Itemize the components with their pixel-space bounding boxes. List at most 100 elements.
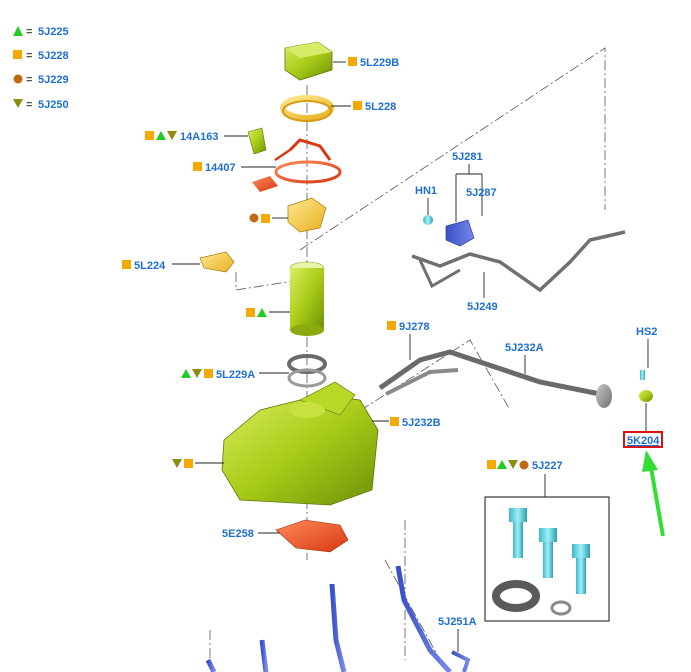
- callout-label: 5J281: [452, 151, 483, 163]
- callout-label: 5J251A: [438, 616, 477, 628]
- square-icon: [390, 417, 399, 426]
- kit-washer: [550, 600, 572, 616]
- callout-label: 5J227: [532, 460, 563, 472]
- triangle-down-icon: [167, 131, 177, 140]
- legend-item-5J228: = 5J228: [13, 50, 69, 62]
- callout-5J227[interactable]: 5J227: [487, 460, 563, 497]
- callout-5L229A[interactable]: 5L229A: [181, 369, 289, 381]
- callout-label: 9J278: [399, 321, 430, 333]
- callout-label: 5L228: [365, 101, 396, 113]
- square-icon: [13, 50, 22, 59]
- circle-icon: [249, 213, 259, 223]
- square-icon: [261, 214, 270, 223]
- part-fuel-tank: [221, 381, 379, 506]
- legend-eq: =: [26, 50, 32, 62]
- part-clip-HN1: [423, 215, 433, 225]
- callout-5J287[interactable]: 5J287: [466, 187, 497, 199]
- callout-5J281[interactable]: 5J281: [452, 151, 483, 222]
- part-cap-5L229B: [284, 41, 333, 81]
- callout-pump-module[interactable]: [249, 213, 289, 224]
- callout-label: 5L229B: [360, 57, 399, 69]
- callout-14A163[interactable]: 14A163: [145, 131, 248, 143]
- triangle-down-icon: [192, 369, 202, 378]
- part-pump-module-top: [287, 197, 327, 233]
- highlight-box: [623, 431, 663, 448]
- kit-bolt: [539, 528, 557, 578]
- square-icon: [122, 260, 131, 269]
- callout-14407[interactable]: 14407: [193, 162, 276, 174]
- callout-HS2[interactable]: HS2: [636, 326, 657, 368]
- square-icon: [387, 321, 396, 330]
- callout-label: 5L229A: [216, 369, 255, 381]
- circle-icon: [519, 460, 529, 470]
- callout-9J278[interactable]: 9J278: [387, 321, 430, 360]
- callout-label: HS2: [636, 326, 657, 338]
- legend-eq: =: [26, 74, 32, 86]
- kit-bolt: [572, 544, 590, 594]
- square-icon: [246, 308, 255, 317]
- part-hoses: [378, 349, 612, 408]
- part-sensor-5L224: [199, 251, 235, 273]
- callout-5L228[interactable]: 5L228: [331, 101, 396, 113]
- callout-label: 5J249: [467, 301, 498, 313]
- legend-label: 5J229: [38, 74, 69, 86]
- legend-label: 5J228: [38, 50, 69, 62]
- part-pump-canister: [289, 261, 325, 336]
- part-vent-line-5J249: [411, 230, 626, 293]
- callout-label: 5J287: [466, 187, 497, 199]
- callout-5L224[interactable]: 5L224: [122, 260, 200, 272]
- kit-grommet: [492, 580, 540, 612]
- callout-pump-canister[interactable]: [246, 308, 290, 317]
- square-icon: [193, 162, 202, 171]
- callout-label: 14407: [205, 162, 236, 174]
- square-icon: [487, 460, 496, 469]
- part-wiring-harness-14407: [252, 138, 342, 192]
- callout-fuel-tank[interactable]: [172, 459, 224, 468]
- square-icon: [348, 57, 357, 66]
- legend-label: 5J250: [38, 99, 69, 111]
- triangle-up-icon: [156, 131, 166, 140]
- part-grommet-5K204: [639, 390, 653, 402]
- legend-item-5J225: = 5J225: [13, 26, 69, 38]
- triangle-up-icon: [181, 369, 191, 378]
- part-valve-5J281: [445, 219, 475, 247]
- callout-HN1[interactable]: HN1: [415, 185, 437, 215]
- part-clip-HS2: [640, 370, 645, 380]
- legend-eq: =: [26, 99, 32, 111]
- square-icon: [184, 459, 193, 468]
- part-heat-shield-5E258: [275, 519, 349, 553]
- legend-eq: =: [26, 26, 32, 38]
- callout-label: 5J232B: [402, 417, 441, 429]
- legend: = 5J225 = 5J228 = 5J229 = 5J250: [13, 26, 69, 111]
- callout-label: HN1: [415, 185, 437, 197]
- part-straps-5J251A: [205, 565, 471, 672]
- callout-label: 5K204: [627, 435, 660, 447]
- callout-5L229B[interactable]: 5L229B: [333, 57, 399, 69]
- callout-5J232A[interactable]: 5J232A: [505, 342, 544, 374]
- part-connector-14A163: [247, 127, 267, 155]
- callout-label: 5L224: [134, 260, 166, 272]
- triangle-down-icon: [172, 459, 182, 468]
- triangle-up-icon: [497, 460, 507, 469]
- callout-5E258[interactable]: 5E258: [222, 528, 280, 540]
- arrow-icon: [642, 450, 665, 537]
- callout-5J232B[interactable]: 5J232B: [372, 417, 441, 429]
- callout-5J251A[interactable]: 5J251A: [438, 616, 477, 652]
- part-lock-ring-5L228: [280, 95, 334, 122]
- legend-item-5J250: = 5J250: [13, 99, 69, 111]
- legend-label: 5J225: [38, 26, 69, 38]
- circle-icon: [13, 74, 23, 84]
- callout-5J249[interactable]: 5J249: [467, 272, 498, 313]
- part-seal-5L229A: [287, 354, 327, 388]
- part-kit-box-5J227: [484, 496, 610, 622]
- callout-label: 5J232A: [505, 342, 544, 354]
- callout-label: 5E258: [222, 528, 254, 540]
- callout-5K204[interactable]: 5K204: [623, 403, 665, 537]
- legend-item-5J229: = 5J229: [13, 74, 69, 86]
- kit-bolt: [509, 508, 527, 558]
- triangle-up-icon: [13, 26, 23, 36]
- triangle-down-icon: [13, 99, 23, 108]
- callout-label: 14A163: [180, 131, 219, 143]
- square-icon: [353, 101, 362, 110]
